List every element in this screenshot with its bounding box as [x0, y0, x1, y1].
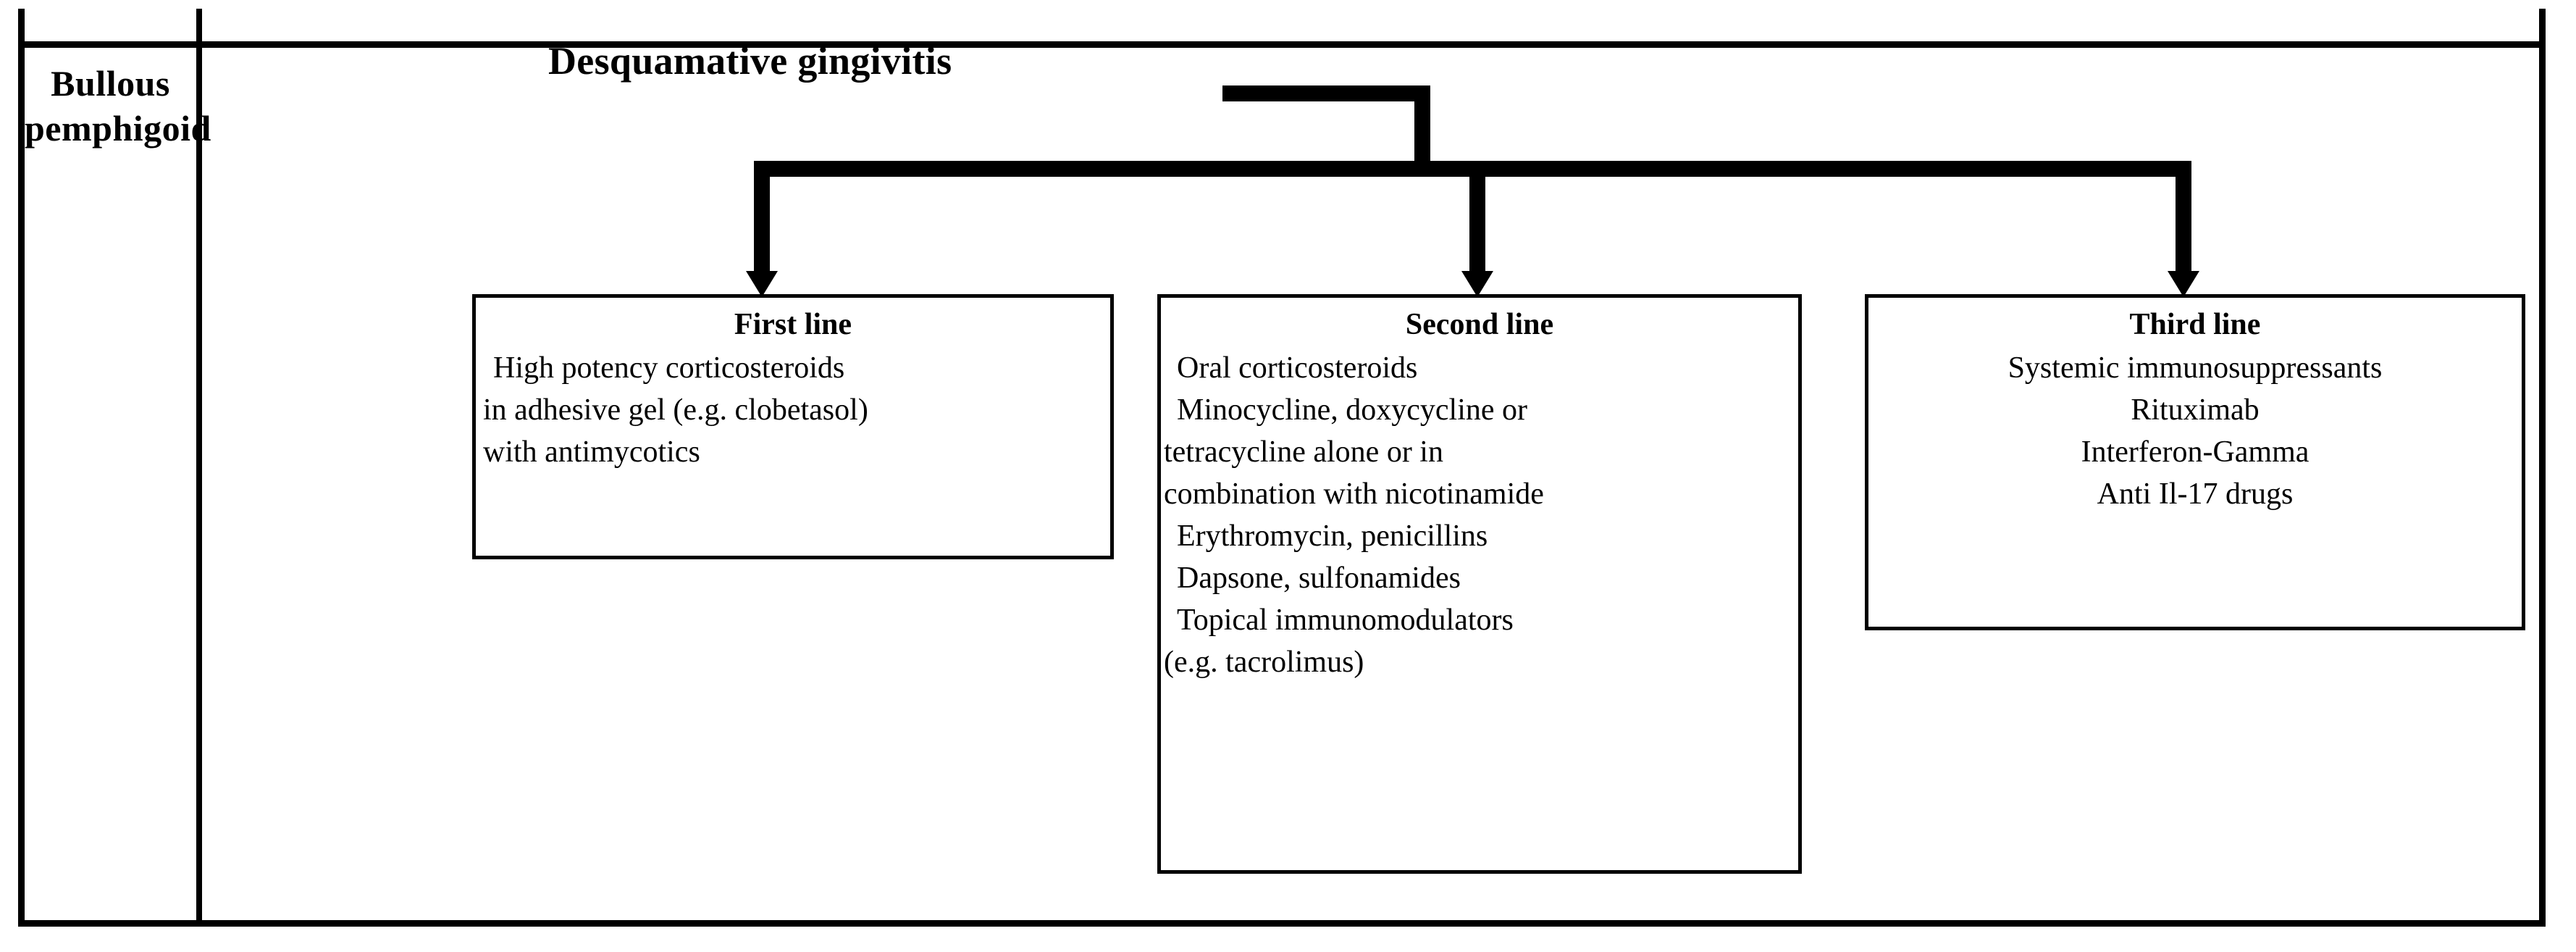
table-border-right — [2539, 9, 2546, 927]
table-column-divider — [196, 9, 202, 927]
box-title-second-line: Second line — [1405, 308, 1554, 341]
treatment-item: High potency corticosteroids — [493, 351, 845, 385]
treatment-item: Minocycline, doxycycline or — [1177, 393, 1528, 427]
left-column-label: Bullous pemphigoid — [25, 61, 211, 151]
connector-title-stub — [1222, 85, 1430, 101]
treatment-item: combination with nicotinamide — [1164, 477, 1544, 511]
arrowhead-second-line — [1461, 271, 1493, 297]
left-column-label-line1: Bullous — [51, 63, 170, 104]
connector-title-drop — [1414, 85, 1430, 170]
treatment-box-third-line: Third line Systemic immunosuppressants R… — [1865, 294, 2525, 630]
treatment-item: Erythromycin, penicillins — [1177, 519, 1488, 553]
arrowhead-third-line — [2168, 271, 2199, 297]
treatment-item: Anti Il-17 drugs — [2097, 477, 2294, 511]
treatment-item: Rituximab — [2131, 393, 2260, 427]
box-content-second-line: Oral corticosteroids Minocycline, doxycy… — [1161, 347, 1798, 683]
diagram-title: Desquamative gingivitis — [548, 39, 952, 83]
box-title-third-line: Third line — [2129, 308, 2261, 341]
table-border-top — [18, 41, 2546, 48]
box-content-third-line: Systemic immunosuppressants Rituximab In… — [1868, 347, 2522, 515]
connector-drop-first-line — [754, 161, 770, 277]
treatment-item: in adhesive gel (e.g. clobetasol) — [483, 393, 868, 427]
treatment-item: Interferon-Gamma — [2081, 435, 2309, 469]
table-border-bottom — [18, 920, 2546, 927]
table-border-left — [18, 9, 25, 927]
treatment-item: Dapsone, sulfonamides — [1177, 561, 1461, 595]
treatment-box-first-line: First line High potency corticosteroids … — [472, 294, 1114, 559]
treatment-item: Topical immunomodulators — [1177, 604, 1514, 637]
arrowhead-first-line — [746, 271, 778, 297]
treatment-item: with antimycotics — [483, 435, 700, 469]
treatment-box-second-line: Second line Oral corticosteroids Minocyc… — [1157, 294, 1802, 874]
connector-drop-second-line — [1469, 161, 1485, 277]
treatment-item: tetracycline alone or in — [1164, 435, 1443, 469]
box-content-first-line: High potency corticosteroids in adhesive… — [476, 347, 1110, 473]
treatment-item: Oral corticosteroids — [1177, 351, 1418, 385]
box-title-first-line: First line — [734, 308, 852, 341]
left-column-label-line2: pemphigoid — [25, 108, 211, 149]
connector-drop-third-line — [2176, 161, 2191, 277]
treatment-item: Systemic immunosuppressants — [2007, 351, 2383, 385]
treatment-item: (e.g. tacrolimus) — [1164, 646, 1364, 679]
